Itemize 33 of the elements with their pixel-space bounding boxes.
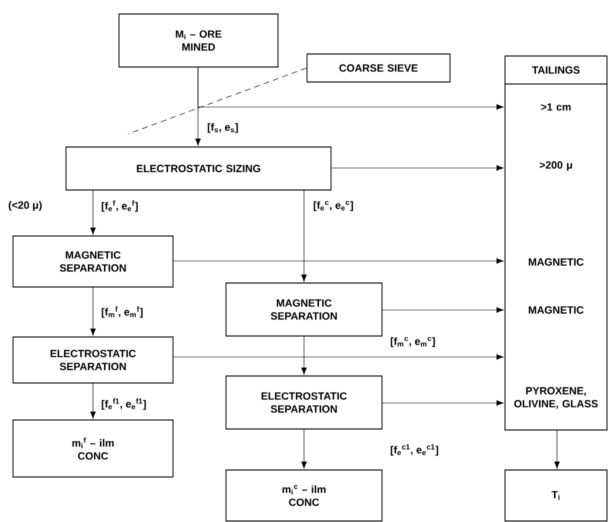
- tailings-column: TAILINGS >1 cm >200 μ MAGNETIC MAGNETIC PYROXENE, OLIVINE, GLASS: [504, 56, 608, 430]
- process-box: ELECTROSTATIC SEPARATION: [226, 376, 382, 430]
- arrow: [382, 400, 504, 406]
- size-note: (<20 μ): [8, 201, 42, 211]
- process-box: M$_{i}$ – ORE MINED: [118, 14, 278, 68]
- arrow: [301, 336, 307, 375]
- sieve-line: [128, 68, 307, 134]
- process-box: m$_{i}$$^{c}$ – ilm CONC: [226, 470, 382, 522]
- process-box: T$_{i}$: [504, 470, 608, 522]
- process-box: ELECTROSTATIC SIZING: [66, 146, 332, 190]
- process-box: MAGNETIC SEPARATION: [12, 236, 174, 288]
- process-box: MAGNETIC SEPARATION: [226, 282, 382, 336]
- arrow: [554, 430, 560, 469]
- arrow: [331, 165, 504, 171]
- arrow: [301, 190, 307, 282]
- process-box: ELECTROSTATIC SEPARATION: [12, 336, 174, 384]
- edge-label: [f$_{e}$$^{f1}$, e$_{e}$$^{f1}$]: [100, 397, 148, 411]
- arrow: [301, 429, 307, 469]
- arrow: [173, 354, 504, 360]
- edge-label: [f$_{e}$$^{f}$, e$_{e}$$^{f}$]: [100, 199, 140, 213]
- arrow: [195, 67, 201, 146]
- arrow: [90, 287, 96, 336]
- flow-label: [f$_{m}$$^{c}$, e$_{m}$$^{c}$]: [390, 336, 435, 348]
- edge-label: [f$_{m}$$^{f}$, e$_{m}$$^{f}$]: [100, 305, 144, 319]
- arrow: [382, 307, 504, 313]
- edge-label: [f$_{e}$$^{c}$, e$_{e}$$^{c}$]: [312, 200, 355, 212]
- edge-label: [f$_{s}$, e$_{s}$]: [206, 122, 240, 134]
- sieve-box: COARSE SIEVE: [306, 54, 450, 82]
- process-box: m$_{i}$$^{f}$ – ilm CONC: [12, 420, 174, 478]
- arrow: [90, 190, 96, 235]
- flow-label: [f$_{e}$$^{c1}$, e$_{e}$$^{c1}$]: [390, 444, 438, 456]
- arrow: [90, 383, 96, 419]
- arrow: [173, 258, 504, 264]
